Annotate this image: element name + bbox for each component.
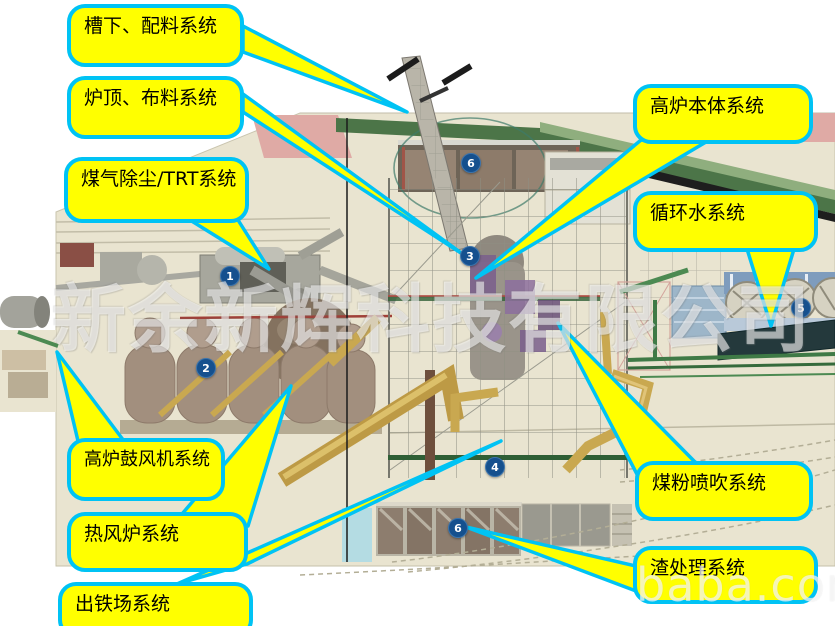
callout-tail-furnace-top	[241, 92, 466, 257]
callout-tail-coal-injection	[556, 321, 698, 482]
callout-cast-house-system: 出铁场系统	[58, 582, 253, 626]
marker-2-stoves: 2	[196, 358, 216, 378]
callout-coal-injection-system: 煤粉喷吹系统	[635, 461, 813, 521]
callout-tail-blower	[55, 350, 126, 443]
callout-slag-treatment-system: 渣处理系统	[633, 546, 818, 604]
callout-chute-batching-system: 槽下、配料系统	[67, 4, 244, 67]
marker-3-furnace: 3	[460, 246, 480, 266]
callout-furnace-top-distribution: 炉顶、布料系统	[67, 76, 244, 139]
callout-blast-furnace-body-system: 高炉本体系统	[633, 84, 813, 144]
purple-equipment	[470, 255, 560, 352]
callout-hot-blast-stove-system: 热风炉系统	[67, 512, 248, 572]
callout-tail-chute-batching	[241, 24, 409, 114]
callout-tail-slag-treatment	[464, 525, 638, 593]
callout-circulating-water-system: 循环水系统	[633, 191, 818, 252]
slag-building	[342, 502, 632, 562]
marker-6-slag: 6	[448, 518, 468, 538]
callout-tail-circulating-water	[745, 247, 796, 328]
callout-tail-gas-dedusting	[188, 218, 271, 271]
marker-1-trt: 1	[220, 266, 240, 286]
marker-4-cast-house: 4	[485, 457, 505, 477]
callout-gas-dedusting-trt-system: 煤气除尘/TRT系统	[64, 157, 249, 223]
marker-5-cooling: 5	[791, 298, 811, 318]
callout-blast-furnace-blower-system: 高炉鼓风机系统	[67, 438, 225, 501]
callout-tail-cast-house	[175, 439, 503, 586]
marker-6-stockhouse: 6	[461, 153, 481, 173]
blower-house	[0, 243, 201, 412]
